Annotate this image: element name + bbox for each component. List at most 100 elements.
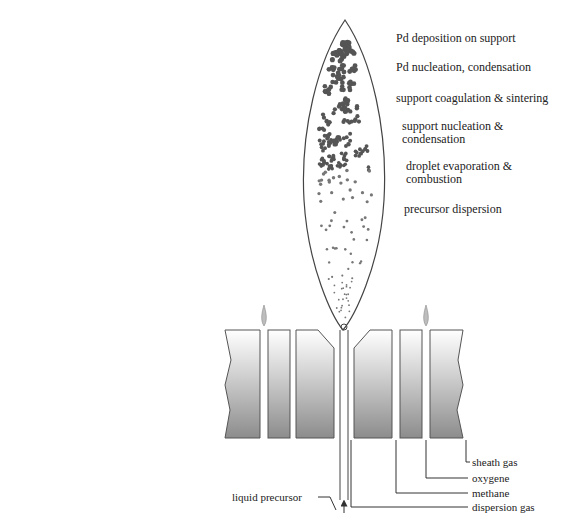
particle — [355, 114, 359, 118]
particle — [340, 307, 342, 309]
gas-label: methane — [472, 487, 509, 499]
particle — [319, 183, 322, 186]
pilot-flame — [262, 305, 267, 326]
particle — [354, 180, 357, 183]
particle — [370, 193, 373, 196]
particle — [345, 169, 349, 173]
zone-label: support coagulation & sintering — [396, 92, 548, 105]
particle — [340, 151, 344, 155]
particle — [344, 316, 346, 318]
leader-line — [466, 440, 470, 462]
particle — [353, 238, 356, 241]
pilot-flame — [424, 305, 429, 326]
particle — [344, 293, 346, 295]
particle — [357, 120, 361, 124]
capillary — [340, 330, 348, 500]
leader-line — [318, 497, 336, 510]
nozzle-block-right — [354, 330, 392, 438]
particle — [333, 51, 338, 56]
particle — [366, 200, 369, 203]
particle — [338, 311, 340, 313]
particle — [335, 74, 340, 79]
tube-wall-left — [268, 330, 290, 438]
particle — [348, 132, 352, 136]
gas-label: dispersion gas — [472, 501, 535, 513]
nozzle-block-left — [296, 330, 334, 438]
particle — [365, 144, 369, 148]
leader-line — [351, 440, 468, 507]
particle — [332, 176, 335, 179]
particle — [366, 239, 369, 242]
particle — [333, 107, 337, 111]
particle — [347, 268, 349, 270]
particle — [330, 80, 335, 85]
particle — [349, 287, 351, 289]
particle — [348, 310, 350, 312]
burner-body — [225, 330, 463, 438]
particle — [333, 211, 336, 214]
zone-label: droplet evaporation & combustion — [406, 160, 524, 186]
particle — [368, 169, 372, 173]
particle — [327, 120, 331, 124]
particle — [341, 288, 343, 290]
particle — [317, 192, 320, 195]
zone-label: precursor dispersion — [404, 203, 502, 216]
particle — [335, 74, 340, 79]
particle — [334, 285, 336, 287]
particle — [342, 298, 344, 300]
zone-label: support nucleation & condensation — [402, 120, 510, 146]
zone-label: Pd nucleation, condensation — [396, 61, 531, 74]
particle — [347, 120, 351, 124]
particle — [335, 140, 339, 144]
particle — [336, 307, 338, 309]
particle — [324, 170, 328, 174]
zone-label: Pd deposition on support — [396, 32, 516, 45]
particle — [347, 143, 351, 147]
particle — [346, 284, 348, 286]
particle — [338, 175, 341, 178]
particle — [350, 49, 355, 54]
particle — [347, 69, 352, 74]
particle — [334, 247, 337, 250]
feed-arrow — [344, 503, 345, 513]
particle — [317, 127, 321, 131]
particle — [351, 281, 353, 283]
particle — [351, 196, 354, 199]
particle — [330, 65, 335, 70]
particle — [330, 164, 334, 168]
particle — [319, 163, 323, 167]
particle — [347, 300, 349, 302]
particle — [338, 299, 340, 301]
leader-line — [426, 440, 468, 478]
particle — [333, 292, 335, 294]
particle — [328, 120, 332, 124]
particle — [336, 135, 340, 139]
particle — [328, 278, 330, 280]
feed-label: liquid precursor — [232, 491, 302, 503]
particle — [318, 139, 322, 143]
particle — [360, 260, 362, 262]
particle — [338, 59, 343, 64]
particle — [328, 85, 333, 90]
particle — [348, 88, 353, 93]
particle — [320, 178, 323, 181]
particle — [331, 73, 336, 78]
gas-label: oxygene — [472, 472, 509, 484]
particle — [320, 224, 323, 227]
particle — [340, 63, 345, 68]
particle — [341, 70, 346, 75]
particle — [321, 112, 325, 116]
particle — [332, 154, 336, 158]
particle — [339, 181, 342, 184]
particle — [331, 111, 335, 115]
particle — [346, 98, 350, 102]
particle — [353, 63, 358, 68]
particle — [329, 164, 333, 168]
particle — [348, 188, 351, 191]
particle — [328, 224, 331, 227]
particle — [330, 57, 335, 62]
particle — [330, 219, 333, 222]
particle — [342, 157, 346, 161]
particle — [322, 128, 326, 132]
particle — [327, 140, 331, 144]
